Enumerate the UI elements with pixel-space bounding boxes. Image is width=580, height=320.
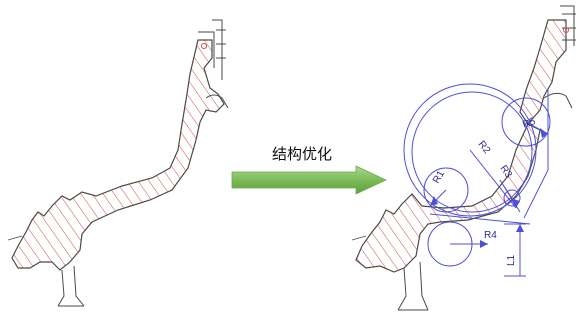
optimized-web [355,123,541,273]
label-r1: R1 [431,169,447,186]
circle-r2-inner [411,91,533,213]
label-r4: R4 [484,230,497,241]
optimized-flange [519,19,567,125]
original-hub [11,39,225,271]
label-r2: R2 [476,139,493,156]
circle-r2-outer [403,83,537,217]
circle-r1 [423,167,469,213]
diagram-caption: 结构优化 [272,145,333,163]
label-l1: L1 [506,254,517,266]
label-r5: R5 [521,116,537,131]
arrowheads [430,128,548,248]
optimized-section: R5 R2 R3 R1 R4 L1 [351,5,576,311]
circle-r5 [501,97,551,147]
construction-geometry [403,83,551,277]
optimization-arrow [231,165,387,195]
original-section [7,19,229,307]
